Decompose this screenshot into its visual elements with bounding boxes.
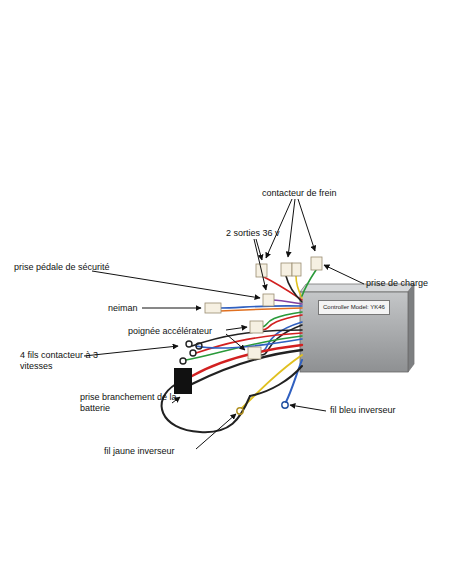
ring-terminal [237,408,243,414]
ring-terminal [180,341,202,364]
model-text: Controller Model: YK46 [323,304,385,311]
callout-label: fil bleu inverseur [330,405,396,416]
callout-label: prise de charge [366,278,428,289]
connector-plug [205,257,322,359]
leader-arrow [84,199,364,449]
ring-terminal [282,402,288,408]
callout-label: 4 fils contacteur à 3 vitesses [20,350,120,372]
callout-label: poignée accélérateur [128,326,212,337]
callout-label: prise branchement de la batterie [80,392,190,414]
callout-label: neiman [108,303,138,314]
battery-plug [174,368,192,394]
controller-box: Controller Model: YK46 [300,292,408,372]
callout-label: 2 sorties 36 v [226,228,280,239]
callout-label: contacteur de frein [262,188,337,199]
controller-label: Controller Model: YK46 [318,300,390,315]
controller-housing [300,284,414,372]
callout-label: prise pédale de sécurité [14,262,110,273]
callout-label: fil jaune inverseur [104,446,175,457]
